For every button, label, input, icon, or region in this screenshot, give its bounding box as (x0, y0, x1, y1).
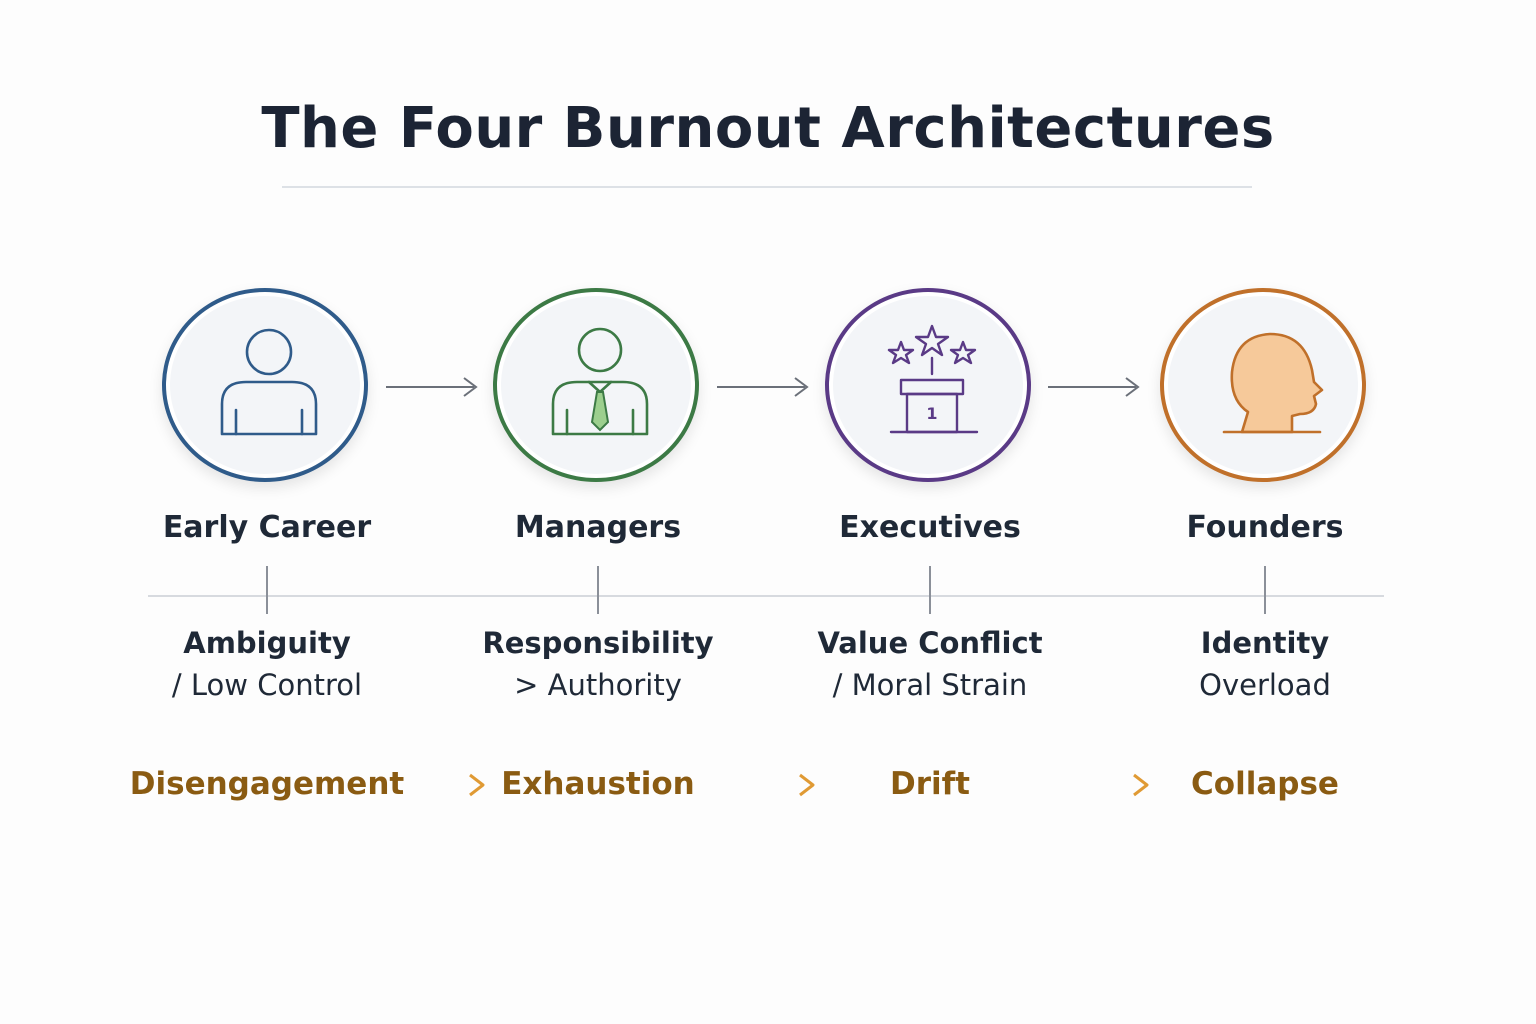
outcome-arrow-icon (712, 773, 815, 797)
stage-managers: Managers Responsibility > Authority Exha… (433, 288, 763, 828)
stage-cause-primary: Value Conflict (817, 626, 1043, 660)
stage-outcome: Exhaustion (501, 766, 695, 802)
head-profile-icon (1222, 332, 1324, 434)
podium-stars-icon: 1 (887, 324, 979, 434)
stage-badge (493, 288, 699, 482)
stage-name: Early Career (162, 510, 372, 545)
stage-cause-primary: Responsibility (482, 626, 714, 660)
stage-badge (162, 288, 368, 482)
timeline-line (148, 595, 1384, 597)
stage-badge (1160, 288, 1366, 482)
podium-number: 1 (926, 404, 937, 423)
timeline-tick (1264, 566, 1266, 614)
stage-name: Founders (1186, 510, 1344, 545)
outcome-arrow-icon (1040, 773, 1149, 797)
stage-executives: 1 Executives Value Conflict / Moral Stra… (765, 288, 1095, 828)
stage-outcome: Collapse (1191, 766, 1339, 802)
connector-arrow-icon (1048, 377, 1140, 397)
connector-arrow-icon (717, 377, 809, 397)
stage-early-career: Early Career Ambiguity / Low Control Dis… (102, 288, 432, 828)
timeline-tick (597, 566, 599, 614)
stage-cause-secondary: > Authority (514, 668, 682, 702)
stage-outcome: Disengagement (129, 766, 405, 802)
stage-outcome: Drift (890, 766, 970, 802)
stage-cause-secondary: Overload (1199, 668, 1331, 702)
stage-cause-secondary: / Low Control (171, 668, 363, 702)
timeline-tick (929, 566, 931, 614)
stage-cause-primary: Identity (1200, 626, 1330, 660)
connector-arrow-icon (386, 377, 478, 397)
stage-cause-primary: Ambiguity (183, 626, 351, 660)
stage-badge: 1 (825, 288, 1031, 482)
stage-founders: Founders Identity Overload Collapse (1100, 288, 1430, 828)
stage-name: Managers (514, 510, 682, 545)
title-divider (282, 186, 1252, 188)
outcome-arrow-icon (404, 773, 485, 797)
page-title: The Four Burnout Architectures (261, 96, 1275, 161)
person-with-tie-icon (551, 327, 649, 436)
timeline-tick (266, 566, 268, 614)
stage-name: Executives (839, 510, 1021, 545)
person-icon (220, 328, 318, 436)
stage-cause-secondary: / Moral Strain (832, 668, 1028, 702)
